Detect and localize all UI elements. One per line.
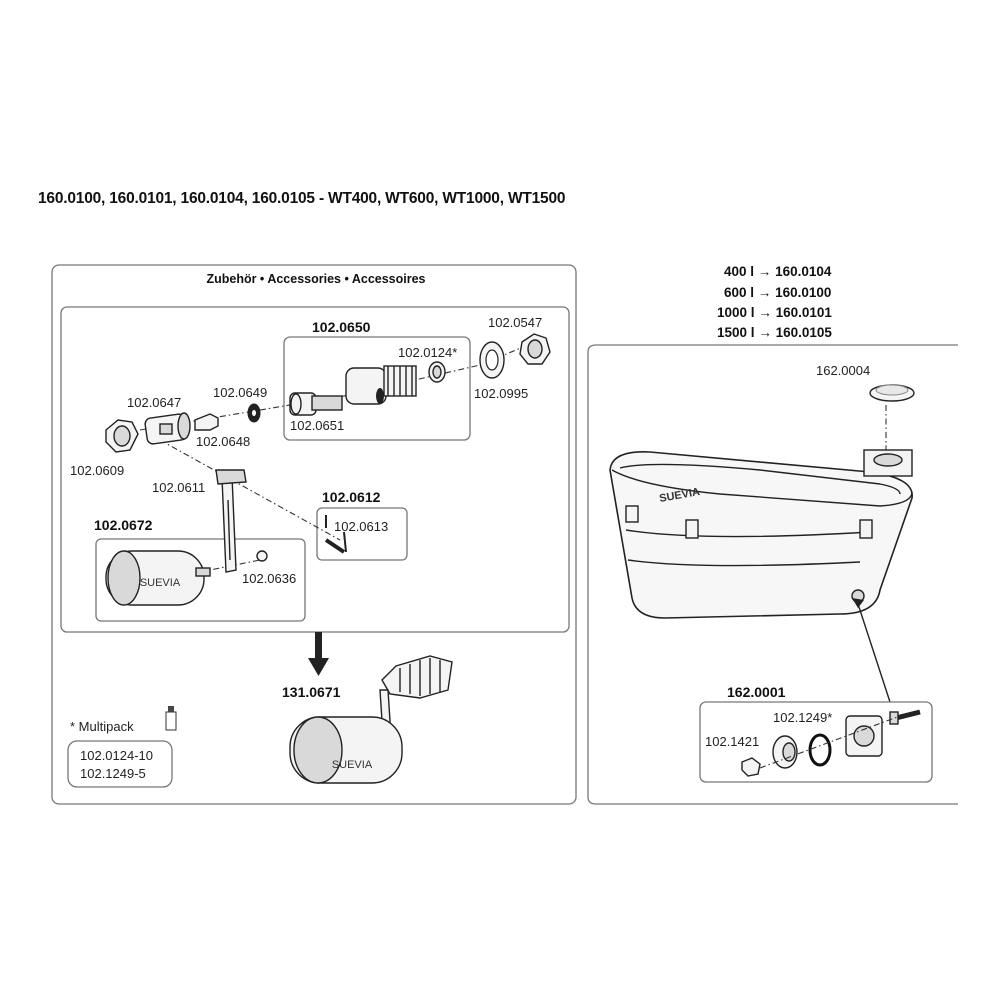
multipack-label: * Multipack <box>70 719 134 734</box>
body-0647-part <box>144 412 191 445</box>
part-label-0612: 102.0612 <box>322 489 381 505</box>
assembled-valve-131-0671-part: SUEVIA <box>289 655 453 784</box>
part-label-162-0004: 162.0004 <box>816 363 870 378</box>
nut-0547-part <box>519 333 551 365</box>
assembly-axis-top <box>139 339 541 431</box>
part-label-1249: 102.1249* <box>773 710 832 725</box>
float-brand-label: SUEVIA <box>140 577 181 589</box>
outlet-kit-parts <box>741 709 921 777</box>
accessories-panel <box>51 264 577 805</box>
ring-0124-part <box>428 361 446 383</box>
pin-box <box>316 507 408 561</box>
outlet-kit-box <box>699 701 933 783</box>
part-label-0995: 102.0995 <box>474 386 528 401</box>
assembly-arrow <box>308 632 329 676</box>
pin-0613-part <box>324 515 347 554</box>
assembly-axis-pin <box>159 439 341 541</box>
accessories-header: Zubehör • Accessories • Accessoires <box>206 272 425 286</box>
part-label-0613: 102.0613 <box>334 519 388 534</box>
part-label-0651: 102.0651 <box>290 418 344 433</box>
part-label-0547: 102.0547 <box>488 315 542 330</box>
valve-insert-box <box>283 336 471 441</box>
part-label-0609: 102.0609 <box>70 463 124 478</box>
multipack-item-2: 102.1249-5 <box>80 766 146 781</box>
outlet-pointer <box>857 603 891 703</box>
page-title: 160.0100, 160.0101, 160.0104, 160.0105 -… <box>38 190 566 207</box>
washer-0649-part <box>247 403 261 423</box>
part-label-0124: 102.0124* <box>398 345 457 360</box>
part-label-162-0001: 162.0001 <box>727 684 786 700</box>
part-label-0647: 102.0647 <box>127 395 181 410</box>
lever-arm-0611-part <box>215 469 247 573</box>
multipack-item-1: 102.0124-10 <box>80 748 153 763</box>
part-label-0636: 102.0636 <box>242 571 296 586</box>
multipack-icon <box>165 706 177 731</box>
part-label-1421: 102.1421 <box>705 734 759 749</box>
float-0672-part: SUEVIA <box>105 550 211 606</box>
size-row-3: 1000 l → 160.0101 <box>717 305 832 320</box>
part-label-0648: 102.0648 <box>196 434 250 449</box>
nozzle-0648-part <box>194 413 219 431</box>
multipack-box <box>67 740 173 788</box>
valve-insert-0651-part <box>289 392 343 416</box>
cap-0636-part <box>256 550 268 562</box>
size-row-2: 600 l → 160.0100 <box>724 285 831 300</box>
size-row-4: 1500 l → 160.0105 <box>717 325 832 340</box>
cap-162-0004-part <box>869 384 915 402</box>
part-label-0649: 102.0649 <box>213 385 267 400</box>
threaded-body-part <box>345 365 417 405</box>
size-row-1: 400 l → 160.0104 <box>724 264 832 279</box>
ring-0995-part <box>479 341 505 379</box>
part-label-0650: 102.0650 <box>312 319 371 335</box>
nut-0609-part <box>105 419 139 453</box>
size-table: 400 l → 160.0104 600 l → 160.0100 1000 l… <box>717 264 832 340</box>
part-label-0672: 102.0672 <box>94 517 153 533</box>
part-label-0611: 102.0611 <box>152 480 205 495</box>
tank-panel <box>587 344 958 805</box>
water-tank-part: SUEVIA <box>609 449 913 619</box>
float-box <box>95 538 306 622</box>
part-label-131-0671: 131.0671 <box>282 684 341 700</box>
assembled-brand-label: SUEVIA <box>332 759 373 771</box>
